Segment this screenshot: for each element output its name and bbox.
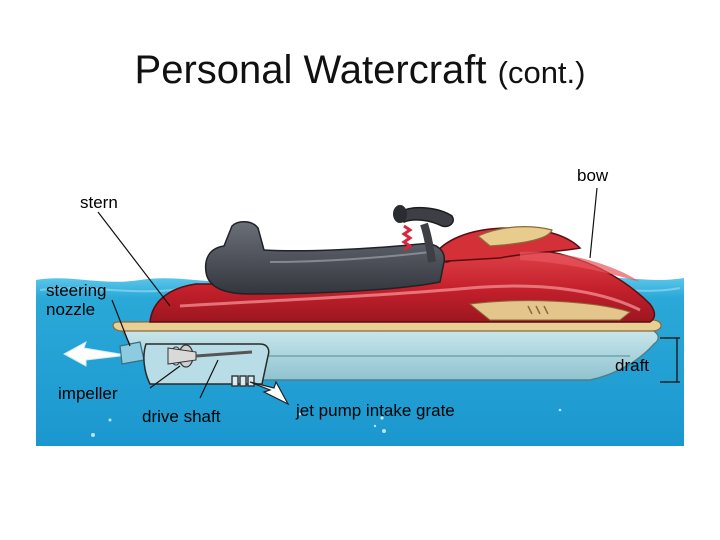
label-drive-shaft: drive shaft: [142, 407, 220, 426]
label-stern: stern: [80, 193, 118, 212]
label-draft: draft: [615, 356, 649, 375]
leader-bow: [590, 188, 597, 258]
label-bow: bow: [577, 166, 608, 185]
label-steering-nozzle: steering nozzle: [46, 281, 106, 319]
label-impeller: impeller: [58, 384, 118, 403]
intake-grate-icon: [232, 376, 254, 386]
steering-nozzle: [120, 342, 144, 364]
handlebar-grip: [393, 205, 407, 223]
label-jet-pump-intake-grate: jet pump intake grate: [296, 401, 455, 420]
